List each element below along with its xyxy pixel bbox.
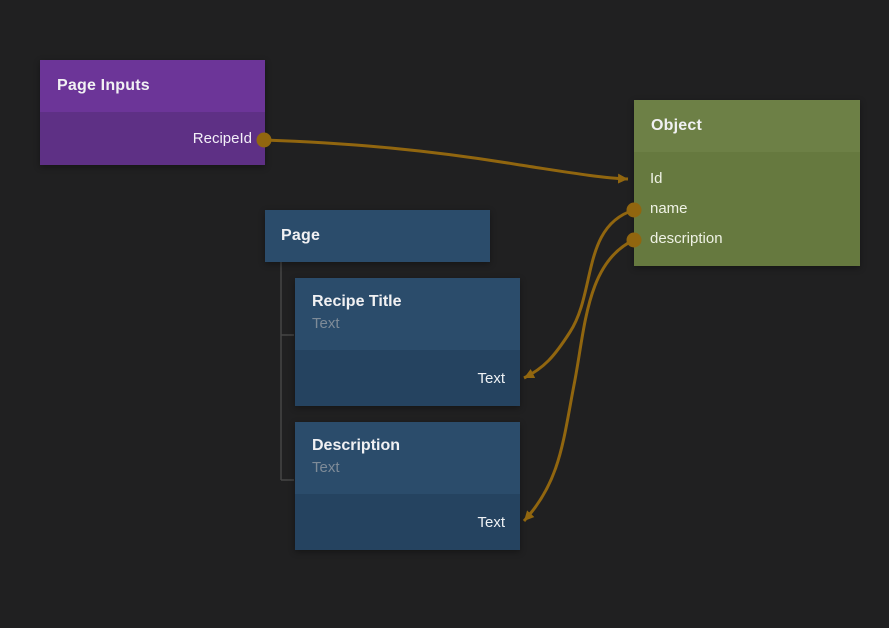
node-page-inputs-header[interactable]: Page Inputs	[40, 60, 265, 112]
object-field-name[interactable]: name	[650, 200, 688, 217]
edge-recipeid-to-id[interactable]	[263, 138, 629, 184]
node-page-header[interactable]: Page	[265, 210, 490, 262]
node-title: Page Inputs	[57, 77, 150, 94]
edge-name-to-recipe-title-text[interactable]	[523, 208, 635, 380]
object-field-description[interactable]: description	[650, 230, 723, 247]
output-port-label: RecipeId	[192, 130, 252, 147]
node-description-header[interactable]: Description Text	[295, 422, 520, 494]
node-title: Page	[281, 227, 321, 244]
node-recipe-title[interactable]: Recipe Title Text Text	[295, 278, 520, 406]
node-subtitle: Text	[312, 459, 340, 476]
node-recipe-title-header[interactable]: Recipe Title Text	[295, 278, 520, 350]
object-field-id[interactable]: Id	[650, 170, 663, 187]
node-page[interactable]: Page	[265, 210, 490, 262]
input-row-description-text[interactable]: Text	[295, 494, 520, 550]
node-title: Description	[312, 437, 401, 454]
input-port-label: Text	[477, 369, 505, 387]
node-page-inputs[interactable]: Page Inputs RecipeId	[40, 60, 265, 165]
node-subtitle: Text	[312, 315, 340, 332]
output-row-recipeid[interactable]: RecipeId	[40, 112, 265, 165]
edge-description-to-description-text[interactable]	[522, 238, 635, 523]
node-object[interactable]: Object Id name description	[634, 100, 860, 266]
node-title: Object	[651, 117, 702, 134]
node-description[interactable]: Description Text Text	[295, 422, 520, 550]
tree-connector-line	[280, 262, 294, 481]
input-row-recipe-title-text[interactable]: Text	[295, 350, 520, 406]
node-object-header[interactable]: Object	[634, 100, 860, 152]
input-port-label: Text	[477, 513, 505, 531]
node-title: Recipe Title	[312, 293, 402, 310]
